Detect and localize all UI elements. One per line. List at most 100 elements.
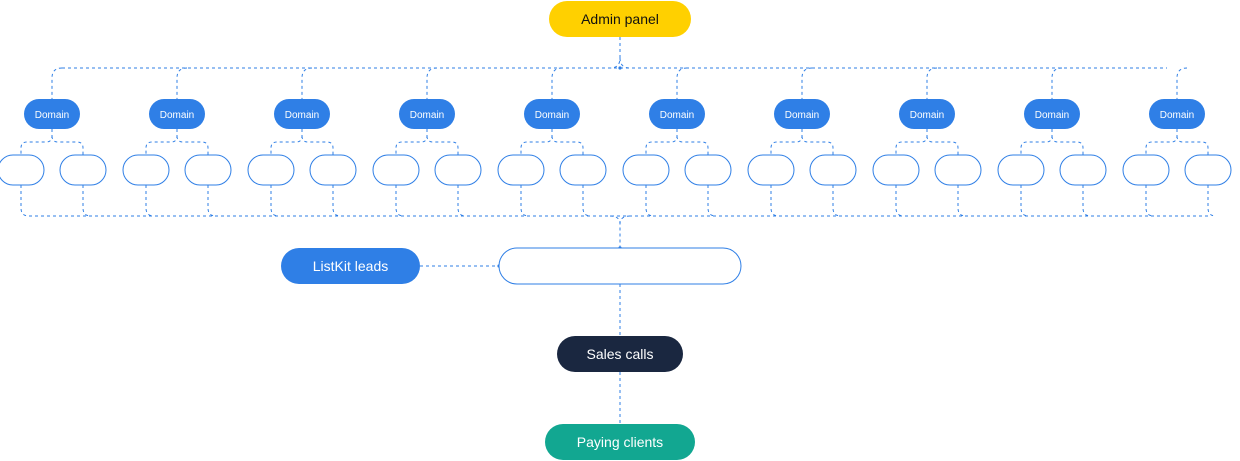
paying-clients-node[interactable]: Paying clients bbox=[545, 424, 695, 460]
inbox-node[interactable] bbox=[497, 154, 545, 186]
inbox-nodes bbox=[0, 154, 1232, 186]
connector-line bbox=[676, 67, 688, 99]
domain-node[interactable]: Domain bbox=[774, 99, 830, 129]
connector-line bbox=[301, 135, 334, 155]
domain-label: Domain bbox=[160, 110, 194, 121]
connector-line bbox=[457, 185, 467, 217]
connector-line bbox=[332, 185, 342, 217]
connector-line bbox=[270, 129, 303, 155]
paying-clients-label: Paying clients bbox=[577, 434, 663, 450]
inbox-node[interactable] bbox=[559, 154, 607, 186]
domain-node[interactable]: Domain bbox=[274, 99, 330, 129]
domain-node[interactable]: Domain bbox=[1024, 99, 1080, 129]
inbox-node[interactable] bbox=[1122, 154, 1170, 186]
connector-line bbox=[1207, 185, 1217, 217]
domain-node[interactable]: Domain bbox=[1149, 99, 1205, 129]
inbox-node[interactable] bbox=[622, 154, 670, 186]
domain-label: Domain bbox=[1035, 110, 1069, 121]
connector-line bbox=[207, 185, 217, 217]
inbox-node[interactable] bbox=[372, 154, 420, 186]
connector-line bbox=[551, 135, 584, 155]
connector-line bbox=[619, 57, 631, 69]
inbox-node[interactable] bbox=[1184, 154, 1232, 186]
connector-line bbox=[619, 215, 631, 225]
connector-line bbox=[801, 67, 813, 99]
connector-lines bbox=[20, 37, 1217, 424]
connector-line bbox=[645, 129, 678, 155]
connector-line bbox=[270, 185, 280, 217]
inbox-node[interactable] bbox=[0, 154, 45, 186]
domain-node[interactable]: Domain bbox=[399, 99, 455, 129]
connector-dot bbox=[618, 66, 622, 70]
inbox-node[interactable] bbox=[122, 154, 170, 186]
connector-line bbox=[770, 185, 780, 217]
connector-line bbox=[82, 185, 92, 217]
inbox-node[interactable] bbox=[872, 154, 920, 186]
inbox-node[interactable] bbox=[934, 154, 982, 186]
domain-label: Domain bbox=[285, 110, 319, 121]
connector-line bbox=[176, 135, 209, 155]
connector-line bbox=[301, 67, 313, 99]
connector-line bbox=[145, 129, 178, 155]
admin-panel-label: Admin panel bbox=[581, 11, 659, 27]
inbox-node[interactable] bbox=[434, 154, 482, 186]
connector-line bbox=[609, 37, 621, 69]
listkit-leads-node[interactable]: ListKit leads bbox=[281, 248, 420, 284]
domain-label: Domain bbox=[1160, 110, 1194, 121]
admin-panel-node[interactable]: Admin panel bbox=[549, 1, 691, 37]
connector-line bbox=[645, 185, 655, 217]
domain-node[interactable]: Domain bbox=[524, 99, 580, 129]
sales-calls-label: Sales calls bbox=[587, 346, 654, 362]
connector-line bbox=[520, 185, 530, 217]
domain-node[interactable]: Domain bbox=[24, 99, 80, 129]
connector-line bbox=[895, 185, 905, 217]
inbox-node[interactable] bbox=[747, 154, 795, 186]
domain-nodes: Domain Domain Domain Domain Domain Domain Doma… bbox=[24, 99, 1205, 129]
inbox-node[interactable] bbox=[684, 154, 732, 186]
inbox-node[interactable] bbox=[1059, 154, 1107, 186]
connector-line bbox=[582, 185, 592, 217]
domain-label: Domain bbox=[910, 110, 944, 121]
connector-line bbox=[801, 135, 834, 155]
connector-line bbox=[176, 67, 188, 99]
connector-line bbox=[1051, 135, 1084, 155]
connector-line bbox=[895, 129, 928, 155]
connector-line bbox=[145, 185, 155, 217]
connector-line bbox=[20, 185, 30, 217]
domain-node[interactable]: Domain bbox=[149, 99, 205, 129]
connector-line bbox=[926, 135, 959, 155]
connector-line bbox=[926, 67, 938, 99]
aggregator-node[interactable] bbox=[498, 247, 742, 285]
domain-node[interactable]: Domain bbox=[899, 99, 955, 129]
sales-calls-node[interactable]: Sales calls bbox=[557, 336, 683, 372]
connector-line bbox=[957, 185, 967, 217]
inbox-node[interactable] bbox=[997, 154, 1045, 186]
domain-label: Domain bbox=[660, 110, 694, 121]
listkit-leads-label: ListKit leads bbox=[313, 258, 388, 274]
connector-line bbox=[832, 185, 842, 217]
connector-line bbox=[395, 185, 405, 217]
inbox-node[interactable] bbox=[184, 154, 232, 186]
inbox-node[interactable] bbox=[59, 154, 107, 186]
connector-line bbox=[1020, 129, 1053, 155]
connector-line bbox=[426, 67, 438, 99]
connector-line bbox=[20, 129, 53, 155]
connector-line bbox=[770, 129, 803, 155]
domain-label: Domain bbox=[785, 110, 819, 121]
connector-line bbox=[1020, 185, 1030, 217]
connector-line bbox=[551, 67, 563, 99]
connector-line bbox=[51, 67, 63, 99]
inbox-node[interactable] bbox=[309, 154, 357, 186]
connector-line bbox=[1145, 185, 1155, 217]
connector-line bbox=[1051, 67, 1063, 99]
connector-line bbox=[395, 129, 428, 155]
inbox-node[interactable] bbox=[809, 154, 857, 186]
connector-line bbox=[707, 185, 717, 217]
connector-line bbox=[676, 135, 709, 155]
domain-label: Domain bbox=[410, 110, 444, 121]
inbox-node[interactable] bbox=[247, 154, 295, 186]
domain-node[interactable]: Domain bbox=[649, 99, 705, 129]
domain-label: Domain bbox=[35, 110, 69, 121]
